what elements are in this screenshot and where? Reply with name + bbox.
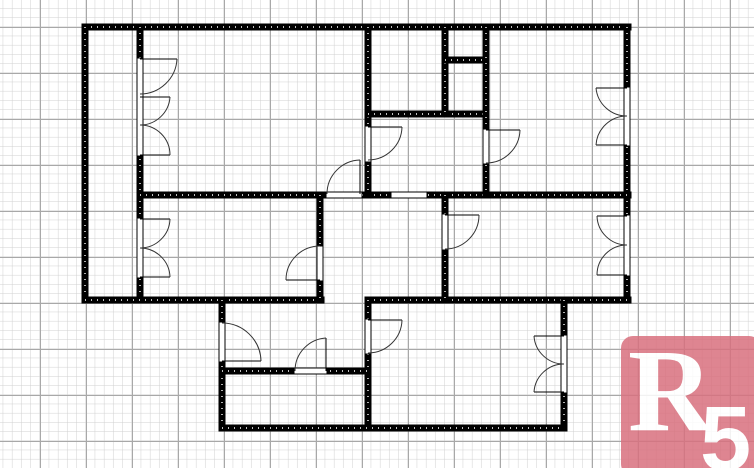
door-swing-arc xyxy=(139,247,171,278)
door-swing-arc xyxy=(139,124,171,156)
logo-letter-r: R xyxy=(628,325,715,456)
logo-digit-5: 5 xyxy=(700,388,751,468)
wall-opening xyxy=(390,191,428,199)
wall-opening xyxy=(325,191,363,199)
door-swing-arc xyxy=(139,58,178,95)
door-swing-arc xyxy=(367,319,403,354)
door-swing-arc xyxy=(326,159,361,195)
wall-opening xyxy=(441,213,449,251)
wall-opening xyxy=(136,57,144,157)
r5-logo: R 5 xyxy=(621,325,754,468)
door-swing-arc xyxy=(595,115,628,146)
door-swing-arc xyxy=(139,218,171,249)
wall-opening xyxy=(364,318,372,355)
door-swing-arc xyxy=(221,322,262,362)
door-swing-arc xyxy=(139,96,171,126)
doors xyxy=(139,58,628,393)
door-swing-arc xyxy=(533,363,565,393)
door-swing-arc xyxy=(367,126,403,161)
door-swing-arc xyxy=(294,337,327,372)
wall-opening xyxy=(364,125,372,163)
door-swing-arc xyxy=(444,214,480,250)
logo-background xyxy=(621,336,754,468)
wall-opening xyxy=(293,367,328,375)
door-swing-arc xyxy=(485,129,521,164)
door-swing-arc xyxy=(596,215,628,246)
wall-opening xyxy=(316,245,324,282)
door-swing-arc xyxy=(533,335,565,365)
door-swing-arc xyxy=(595,87,628,117)
door-swing-arc xyxy=(285,245,321,281)
wall-opening xyxy=(218,321,226,363)
wall-opening xyxy=(482,128,490,165)
door-swing-arc xyxy=(596,244,628,276)
